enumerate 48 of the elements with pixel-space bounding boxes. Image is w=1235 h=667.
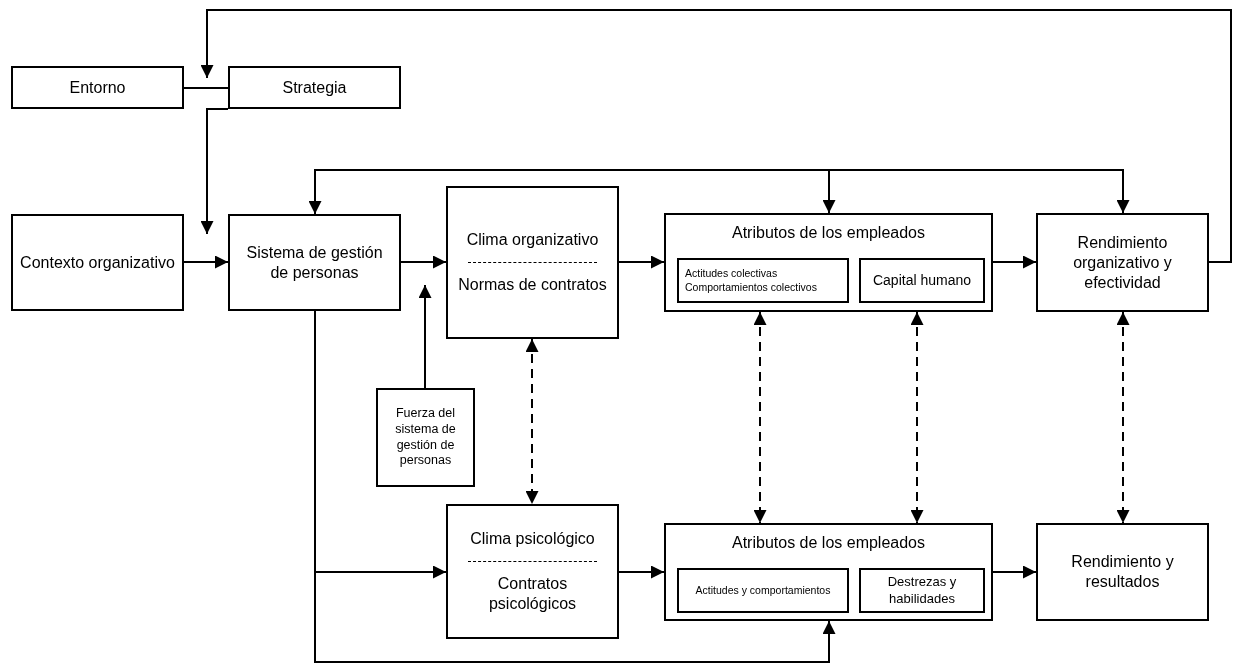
- arrow: [308, 169, 830, 215]
- arrow: [618, 255, 665, 269]
- arrow: [618, 565, 665, 579]
- box-label: Sistema de gestión de personas: [245, 242, 384, 283]
- process-box: [376, 388, 475, 487]
- box-label: Clima psicológico: [470, 529, 595, 549]
- arrow: [822, 169, 836, 214]
- arrow: [200, 108, 229, 235]
- process-box: [677, 568, 849, 613]
- process-box: [859, 258, 985, 303]
- process-box: [228, 214, 401, 311]
- box-label: Contratos psicológicos: [487, 574, 578, 614]
- process-box: [859, 568, 985, 613]
- box-label: Fuerza del sistema de gestión de personas: [394, 406, 457, 469]
- process-box: [1036, 213, 1209, 312]
- process-box: [446, 186, 619, 339]
- process-box: [677, 258, 849, 303]
- process-box: [1036, 523, 1209, 621]
- box-label: Actitudes colectivas Comportamientos colectivos: [685, 267, 818, 294]
- dashed-arrow: [1116, 311, 1130, 524]
- process-box: [11, 214, 184, 311]
- arrow: [400, 255, 447, 269]
- arrow: [200, 9, 1232, 263]
- box-label: Rendimiento y resultados: [1070, 552, 1175, 592]
- process-box: [11, 66, 184, 109]
- box-label: Destrezas y habilidades: [886, 574, 958, 607]
- process-box: [664, 523, 993, 621]
- box-label: Atributos de los empleados: [732, 533, 925, 553]
- box-label: Capital humano: [872, 271, 972, 290]
- box-label: Clima organizativo: [466, 230, 599, 250]
- arrow: [828, 169, 1130, 214]
- arrow: [992, 255, 1037, 269]
- process-box: [228, 66, 401, 109]
- arrow: [992, 565, 1037, 579]
- process-box: [664, 213, 993, 312]
- dashed-arrow: [753, 311, 767, 524]
- process-box: [446, 504, 619, 639]
- dashed-arrow: [525, 338, 539, 505]
- box-label: Normas de contratos: [458, 275, 607, 295]
- box-label: Strategia: [282, 77, 347, 98]
- arrow: [183, 255, 229, 269]
- box-label: Atributos de los empleados: [732, 223, 925, 243]
- box-label: Actitudes y comportamientos: [695, 583, 831, 598]
- box-label: Contexto organizativo: [20, 252, 175, 273]
- dashed-arrow: [910, 311, 924, 524]
- box-label: Rendimiento organizativo y efectividad: [1072, 232, 1173, 293]
- arrow: [418, 284, 432, 389]
- box-label: Entorno: [69, 77, 126, 98]
